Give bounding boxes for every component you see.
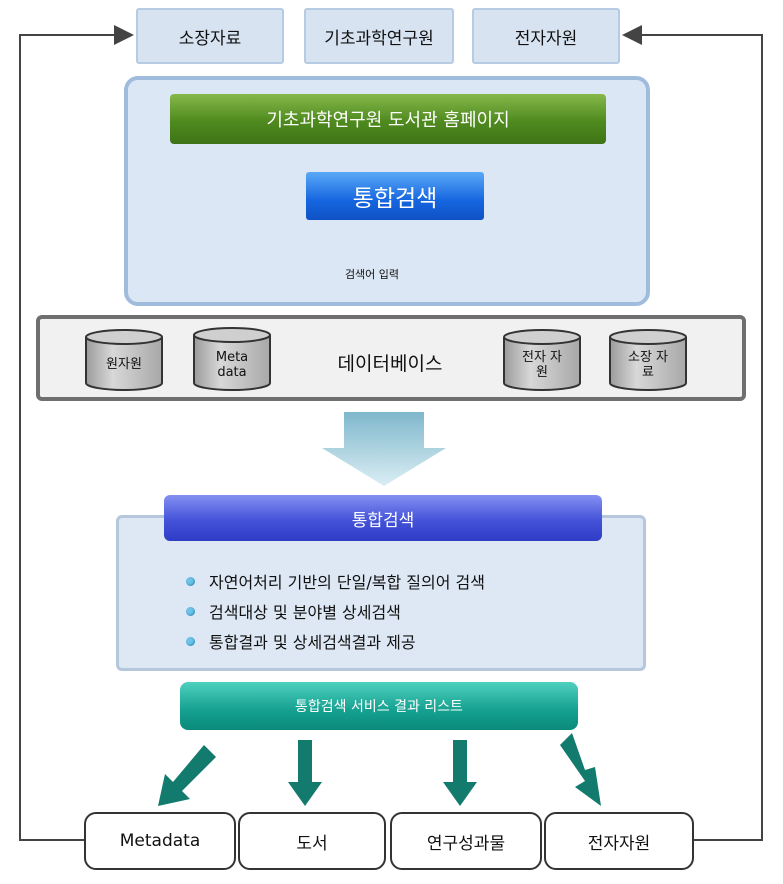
cylinder-electronic <box>503 329 581 391</box>
cylinder-metadata <box>193 327 271 391</box>
search-features-panel <box>116 515 646 671</box>
source-box-eresources: 전자자원 <box>472 8 620 64</box>
output-box-books: 도서 <box>238 812 386 870</box>
output-arrow-2 <box>288 740 322 806</box>
feature-text: 자연어처리 기반의 단일/복합 질의어 검색 <box>209 573 485 592</box>
bullet-icon <box>186 576 195 586</box>
output-box-research: 연구성과물 <box>390 812 542 870</box>
cylinder-raw-resources <box>85 329 163 391</box>
library-homepage-bar: 기초과학연구원 도서관 홈페이지 <box>170 94 606 144</box>
bullet-icon <box>186 606 195 616</box>
output-arrow-4 <box>560 733 601 806</box>
bullet-icon <box>186 636 195 646</box>
integrated-search-box: 통합검색 <box>306 172 484 220</box>
feature-item: 통합결과 및 상세검색결과 제공 <box>186 628 416 654</box>
cylinder-label-raw: 원자원 <box>106 356 142 372</box>
cylinder-label-meta: Meta data <box>215 350 249 380</box>
result-list-bar: 통합검색 서비스 결과 리스트 <box>180 682 578 730</box>
output-box-eresources: 전자자원 <box>544 812 694 870</box>
feedback-line-right <box>622 25 763 841</box>
cylinder-holdings <box>609 329 687 391</box>
source-box-institute: 기초과학연구원 <box>304 8 454 64</box>
feedback-line-left <box>19 25 134 841</box>
output-box-metadata: Metadata <box>84 812 236 870</box>
output-arrow-1 <box>158 745 216 806</box>
output-arrow-3 <box>443 740 477 806</box>
big-down-arrow <box>322 412 446 486</box>
feature-item: 검색대상 및 분야별 상세검색 <box>186 598 401 624</box>
search-input-label: 검색어 입력 <box>344 268 400 281</box>
feature-text: 검색대상 및 분야별 상세검색 <box>209 603 401 622</box>
feature-text: 통합결과 및 상세검색결과 제공 <box>209 633 416 652</box>
cylinder-label-holdings: 소장 자료 <box>628 350 669 380</box>
database-title: 데이터베이스 <box>337 352 443 375</box>
feature-item: 자연어처리 기반의 단일/복합 질의어 검색 <box>186 568 485 594</box>
source-box-holdings: 소장자료 <box>136 8 284 64</box>
cylinder-label-electronic: 전자 자원 <box>522 350 563 380</box>
integrated-search-header: 통합검색 <box>164 495 602 541</box>
